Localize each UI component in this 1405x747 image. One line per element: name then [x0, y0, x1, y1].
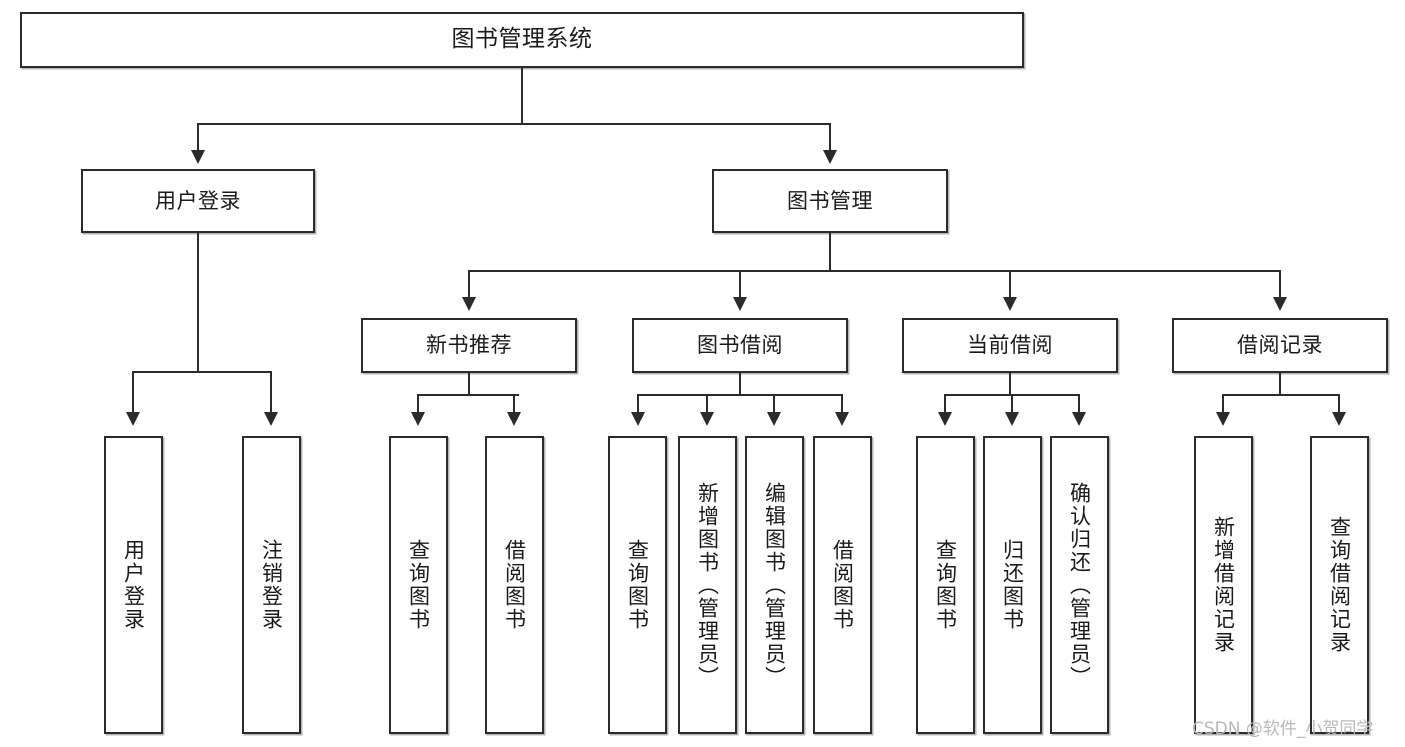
arrowhead-bb-query-book	[631, 412, 645, 426]
arrowhead-bb-edit-book	[767, 412, 781, 426]
node-label: 借阅图书	[830, 539, 855, 631]
node-label: 查询图书	[406, 539, 431, 631]
node-new-book-recommend[interactable]: 新书推荐	[361, 318, 577, 373]
leaf-br-add-record[interactable]: 新增借阅记录	[1194, 436, 1253, 734]
arrowhead-cb-confirm-return	[1072, 412, 1086, 426]
node-user-login[interactable]: 用户登录	[81, 169, 315, 233]
connector-book-mgmt-bus	[468, 270, 1280, 272]
node-label: 图书管理	[787, 188, 873, 213]
arrowhead-user-login	[191, 150, 205, 164]
connector-bb-drop-3	[773, 394, 775, 413]
leaf-bb-borrow-book[interactable]: 借阅图书	[813, 436, 872, 734]
arrowhead-book-borrow	[733, 297, 747, 311]
connector-root-to-book-mgmt	[829, 123, 831, 151]
node-label: 编辑图书（管理员）	[762, 481, 787, 689]
leaf-nb-borrow-book[interactable]: 借阅图书	[485, 436, 544, 734]
leaf-user-login[interactable]: 用户登录	[104, 436, 163, 734]
connector-root-stem	[521, 68, 523, 124]
node-label: 查询借阅记录	[1327, 516, 1352, 654]
arrowhead-cb-return-book	[1005, 412, 1019, 426]
leaf-bb-add-book[interactable]: 新增图书（管理员）	[678, 436, 737, 734]
arrowhead-leaf-logout	[264, 412, 278, 426]
node-label: 用户登录	[155, 188, 241, 213]
connector-user-login-drop-2	[270, 371, 272, 413]
node-book-management[interactable]: 图书管理	[712, 169, 948, 233]
connector-book-mgmt-drop-3	[1009, 270, 1011, 298]
connector-book-borrow-stem	[739, 373, 741, 395]
node-label: 确认归还（管理员）	[1067, 481, 1092, 689]
arrowhead-bb-add-book	[700, 412, 714, 426]
node-label: 新增借阅记录	[1211, 516, 1236, 654]
arrowhead-leaf-user-login	[126, 412, 140, 426]
connector-book-mgmt-drop-2	[739, 270, 741, 298]
connector-borrow-records-stem	[1279, 373, 1281, 395]
arrowhead-borrow-records	[1273, 297, 1287, 311]
connector-book-mgmt-drop-1	[468, 270, 470, 298]
leaf-cb-confirm-return[interactable]: 确认归还（管理员）	[1050, 436, 1109, 734]
connector-user-login-drop-1	[132, 371, 134, 413]
connector-root-to-user-login	[197, 123, 199, 151]
connector-cb-drop-2	[1011, 394, 1013, 413]
arrowhead-bb-borrow-book	[835, 412, 849, 426]
connector-book-borrow-bus	[637, 394, 843, 396]
node-label: 借阅记录	[1237, 333, 1323, 358]
connector-br-drop-2	[1338, 394, 1340, 413]
connector-borrow-records-bus	[1222, 394, 1340, 396]
leaf-br-query-record[interactable]: 查询借阅记录	[1310, 436, 1369, 734]
node-root-system[interactable]: 图书管理系统	[20, 12, 1024, 68]
leaf-cb-return-book[interactable]: 归还图书	[983, 436, 1042, 734]
connector-bb-drop-2	[706, 394, 708, 413]
node-label: 新书推荐	[426, 333, 512, 358]
leaf-bb-query-book[interactable]: 查询图书	[608, 436, 667, 734]
leaf-logout[interactable]: 注销登录	[242, 436, 301, 734]
connector-new-book-drop-2	[513, 394, 515, 413]
connector-bb-drop-4	[841, 394, 843, 413]
arrowhead-book-mgmt	[823, 150, 837, 164]
arrowhead-new-book-recommend	[462, 297, 476, 311]
node-label: 图书管理系统	[451, 26, 593, 53]
connector-bb-drop-1	[637, 394, 639, 413]
arrowhead-current-borrow	[1003, 297, 1017, 311]
node-label: 查询图书	[625, 539, 650, 631]
connector-new-book-drop-1	[417, 394, 419, 413]
node-label: 注销登录	[259, 539, 284, 631]
node-book-borrow[interactable]: 图书借阅	[632, 318, 848, 373]
leaf-bb-edit-book[interactable]: 编辑图书（管理员）	[745, 436, 804, 734]
connector-cb-drop-3	[1078, 394, 1080, 413]
node-current-borrow[interactable]: 当前借阅	[902, 318, 1118, 373]
connector-book-mgmt-drop-4	[1279, 270, 1281, 298]
connector-cb-drop-1	[944, 394, 946, 413]
connector-user-login-stem	[197, 233, 199, 372]
connector-new-book-stem	[468, 373, 470, 395]
node-label: 当前借阅	[967, 333, 1053, 358]
connector-br-drop-1	[1222, 394, 1224, 413]
leaf-cb-query-book[interactable]: 查询图书	[916, 436, 975, 734]
arrowhead-nb-borrow-book	[507, 412, 521, 426]
connector-new-book-bus	[417, 394, 519, 396]
node-label: 借阅图书	[502, 539, 527, 631]
connector-current-borrow-stem	[1009, 373, 1011, 395]
node-label: 查询图书	[933, 539, 958, 631]
connector-root-bus	[197, 123, 831, 125]
connector-book-mgmt-stem	[829, 233, 831, 271]
node-label: 归还图书	[1000, 539, 1025, 631]
node-label: 用户登录	[121, 539, 146, 631]
node-label: 新增图书（管理员）	[695, 481, 720, 689]
node-borrow-records[interactable]: 借阅记录	[1172, 318, 1388, 373]
node-label: 图书借阅	[697, 333, 783, 358]
arrowhead-cb-query-book	[938, 412, 952, 426]
arrowhead-nb-query-book	[411, 412, 425, 426]
connector-user-login-bus	[132, 371, 270, 373]
arrowhead-br-add-record	[1216, 412, 1230, 426]
leaf-nb-query-book[interactable]: 查询图书	[389, 436, 448, 734]
arrowhead-br-query-record	[1332, 412, 1346, 426]
